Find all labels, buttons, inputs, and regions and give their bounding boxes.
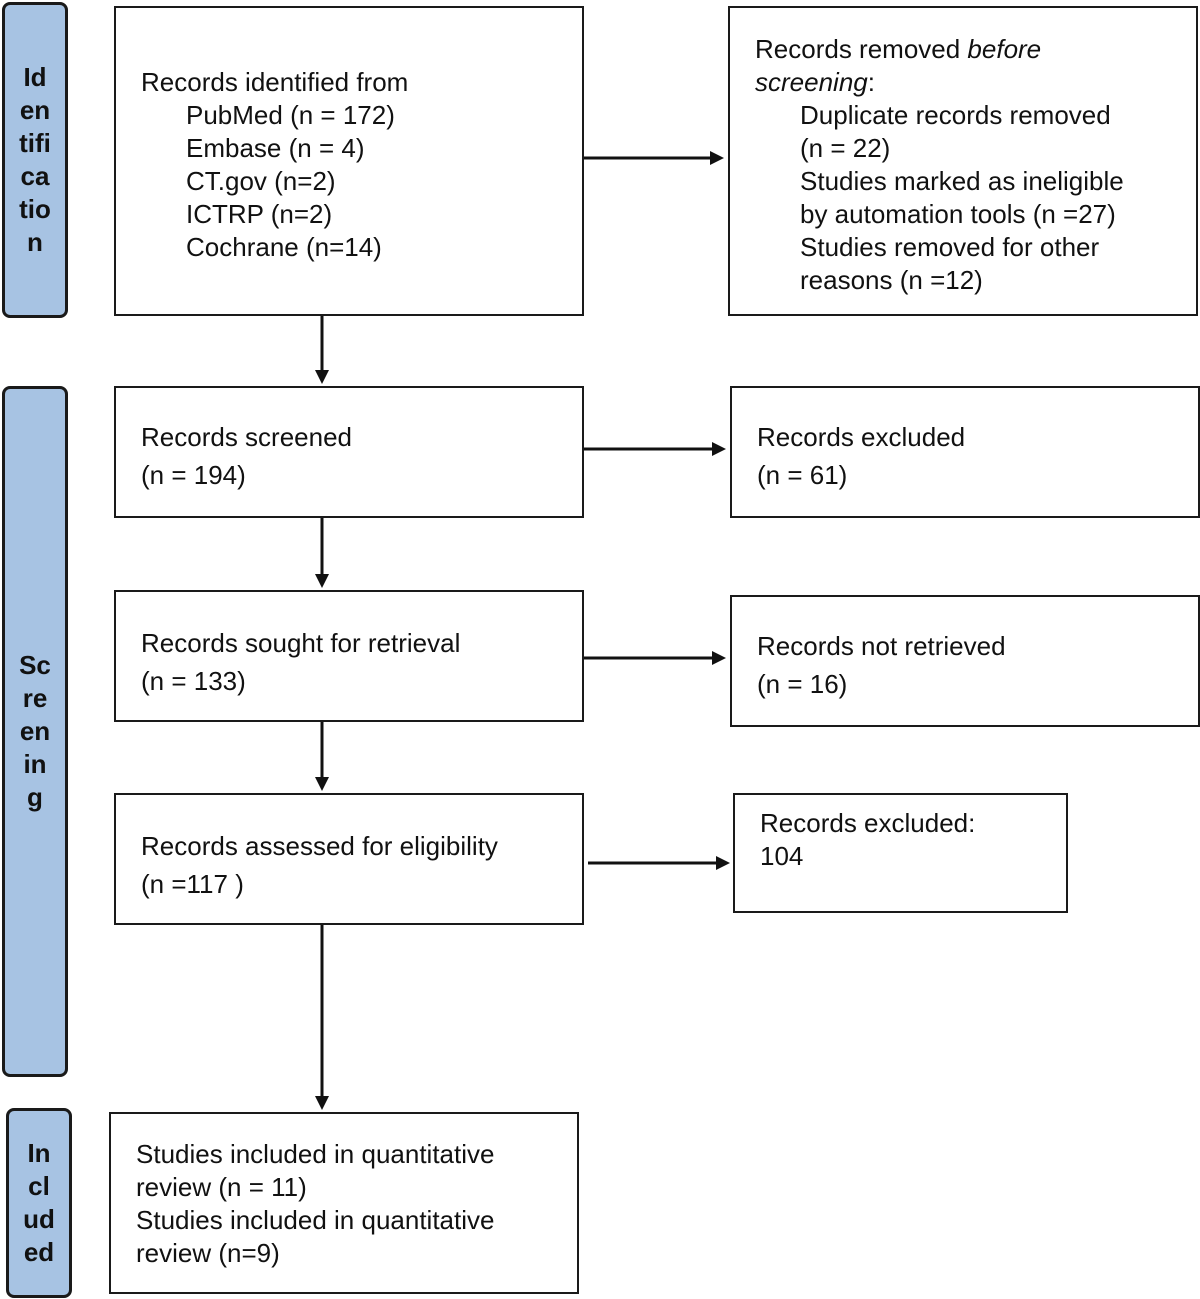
source-cochrane: Cochrane (n=14) — [186, 232, 382, 262]
arrowhead-screened-to-sought — [315, 574, 329, 588]
ineligible-count: by automation tools (n =27) — [800, 199, 1116, 229]
records-assessed-box: Records assessed for eligibility (n =117… — [114, 793, 584, 925]
source-ictrp: ICTRP (n=2) — [186, 199, 333, 229]
records-screened-box: Records screened (n = 194) — [114, 386, 584, 518]
other-reasons-label: Studies removed for other — [800, 232, 1100, 262]
other-reasons-count: reasons (n =12) — [800, 265, 983, 295]
included-second-count: review (n=9) — [136, 1238, 280, 1268]
source-pubmed: PubMed (n = 172) — [186, 100, 395, 130]
records-assessed-count: (n =117 ) — [141, 869, 244, 899]
records-sought-count: (n = 133) — [141, 666, 246, 696]
records-identified-title: Records identified from — [141, 67, 409, 97]
source-embase: Embase (n = 4) — [186, 133, 365, 163]
records-sought-title: Records sought for retrieval — [141, 628, 461, 658]
records-identified-box: Records identified from PubMed (n = 172)… — [114, 6, 584, 316]
records-excluded-eligibility-title: Records excluded: — [760, 808, 976, 838]
included-quantitative-label: Studies included in quantitative — [136, 1139, 495, 1169]
source-ctgov: CT.gov (n=2) — [186, 166, 336, 196]
records-screened-title: Records screened — [141, 422, 352, 452]
records-excluded-title: Records excluded — [757, 422, 966, 452]
records-excluded-eligibility-box: Records excluded: 104 — [733, 793, 1068, 913]
records-assessed-title: Records assessed for eligibility — [141, 831, 498, 861]
arrowhead-assessed-to-included — [315, 1096, 329, 1110]
included-quantitative-count: review (n = 11) — [136, 1172, 307, 1202]
ineligible-label: Studies marked as ineligible — [800, 166, 1124, 196]
phase-identification: Id en tifi ca tio n — [2, 2, 68, 318]
arrowhead-sought-to-assessed — [315, 777, 329, 791]
records-removed-title-cont: screening: — [755, 67, 875, 97]
phase-included-label: In cl ud ed — [23, 1138, 55, 1267]
records-removed-title: Records removed before — [755, 34, 1042, 64]
records-removed-box: Records removed before screening: Duplic… — [728, 6, 1198, 316]
duplicates-label: Duplicate records removed — [800, 100, 1111, 130]
records-sought-box: Records sought for retrieval (n = 133) — [114, 590, 584, 722]
phase-included: In cl ud ed — [6, 1108, 72, 1298]
records-not-retrieved-count: (n = 16) — [757, 669, 848, 699]
phase-screening: Sc re en in g — [2, 386, 68, 1077]
phase-identification-label: Id en tifi ca tio n — [19, 62, 51, 257]
records-not-retrieved-title: Records not retrieved — [757, 631, 1006, 661]
records-excluded-eligibility-count: 104 — [760, 841, 804, 871]
phase-screening-label: Sc re en in g — [19, 650, 51, 812]
records-excluded-count: (n = 61) — [757, 460, 848, 490]
records-screened-count: (n = 194) — [141, 460, 246, 490]
arrowhead-screened-to-excluded — [712, 442, 726, 456]
included-second-label: Studies included in quantitative — [136, 1205, 495, 1235]
studies-included-box: Studies included in quantitative review … — [109, 1112, 579, 1294]
arrowhead-identified-to-screened — [315, 370, 329, 384]
duplicates-count: (n = 22) — [800, 133, 891, 163]
arrowhead-assessed-to-excluded — [716, 856, 730, 870]
arrowhead-identified-to-removed — [710, 151, 724, 165]
records-not-retrieved-box: Records not retrieved (n = 16) — [730, 595, 1200, 727]
arrowhead-sought-to-not-retrieved — [712, 651, 726, 665]
records-excluded-box: Records excluded (n = 61) — [730, 386, 1200, 518]
